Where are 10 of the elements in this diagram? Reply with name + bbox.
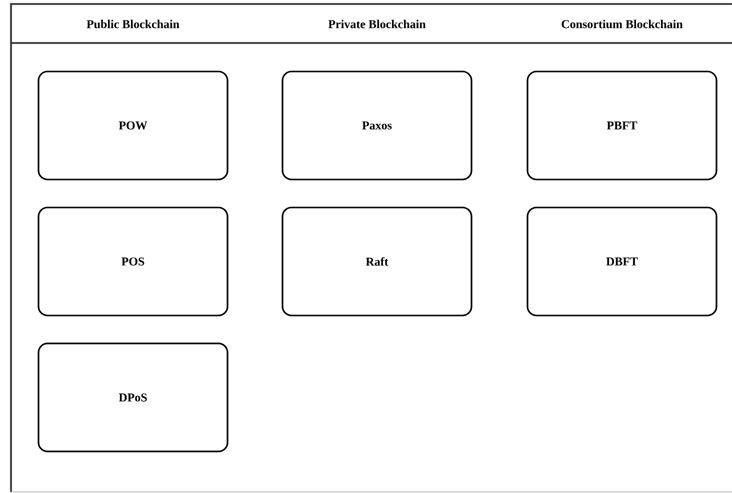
- process-box: PBFT: [526, 70, 718, 180]
- column-header: Consortium Blockchain: [562, 20, 683, 28]
- process-box: Raft: [282, 206, 472, 316]
- column-header: Private Blockchain: [328, 20, 426, 28]
- process-box: Paxos: [282, 70, 472, 180]
- process-box: POS: [38, 206, 228, 316]
- column-header: Public Blockchain: [86, 20, 180, 28]
- process-box: POW: [38, 70, 228, 180]
- process-box: DBFT: [526, 206, 718, 316]
- process-box: DPoS: [38, 342, 228, 452]
